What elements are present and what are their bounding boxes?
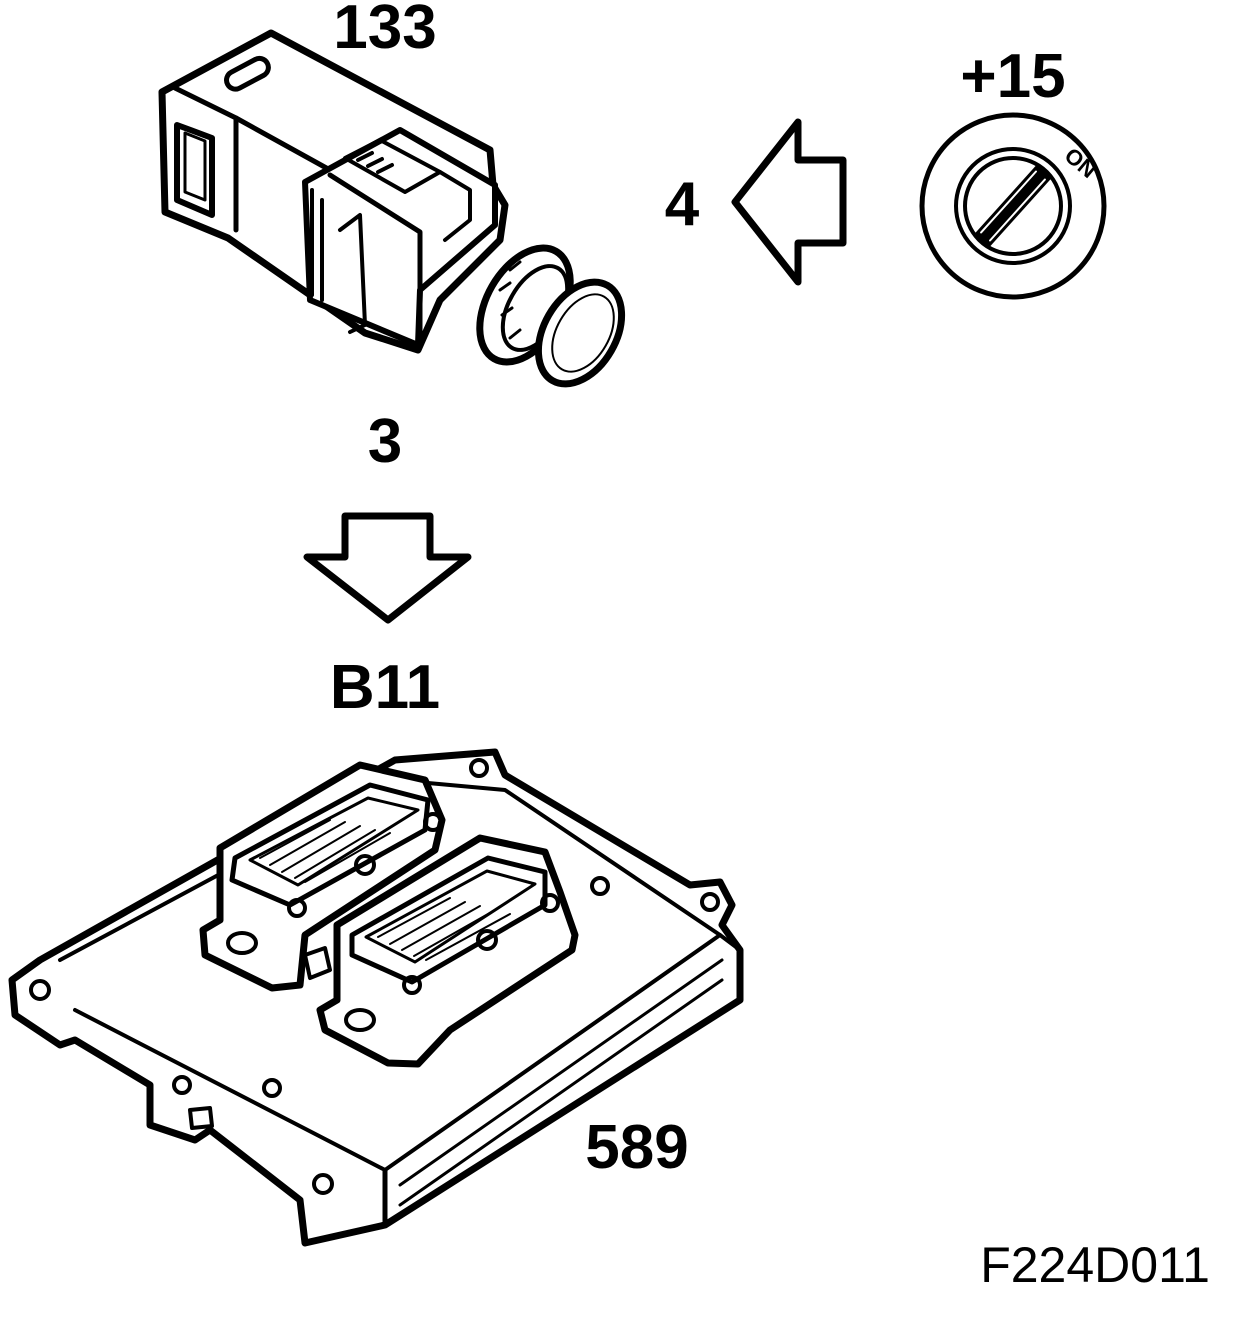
ignition-switch-icon: ON <box>919 112 1107 300</box>
pedal-switch-illustration <box>158 29 626 388</box>
signal-arrow-left-icon <box>731 118 847 286</box>
engine-control-module-illustration <box>8 748 744 1247</box>
switch-part-number: 133 <box>333 0 436 62</box>
ecu-connector-label: B11 <box>330 653 440 722</box>
signal-3-label: 3 <box>368 407 402 476</box>
ignition-terminal-label: +15 <box>960 42 1065 111</box>
figure-code: F224D011 <box>980 1237 1210 1293</box>
ecu-part-number: 589 <box>585 1113 688 1182</box>
signal-arrow-down-icon <box>303 512 472 624</box>
signal-4-label: 4 <box>665 170 700 239</box>
